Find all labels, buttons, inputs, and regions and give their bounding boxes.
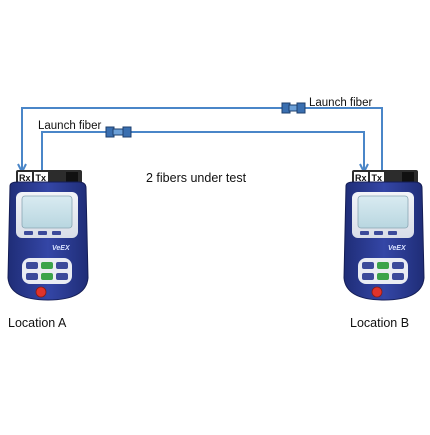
device-a-softkey-2 xyxy=(38,231,47,235)
left-fiber-label: Launch fiber xyxy=(38,120,101,132)
device-a-rx-label: Rx xyxy=(19,173,31,183)
device-b-key xyxy=(362,273,374,280)
device-b-softkey-3 xyxy=(388,231,397,235)
device-b-rx-box xyxy=(354,172,368,183)
device-b-softkey-2 xyxy=(374,231,383,235)
device-a-key-green xyxy=(41,262,53,269)
device-b-rx-label: Rx xyxy=(355,173,367,183)
center-label: 2 fibers under test xyxy=(146,171,247,185)
device-b-key-green xyxy=(377,273,389,280)
device-a-tx-label: Tx xyxy=(36,173,47,183)
device-a-key xyxy=(56,273,68,280)
device-b-key xyxy=(362,262,374,269)
device-b-brand: VeEX xyxy=(388,245,407,252)
device-b-keypad xyxy=(358,258,408,284)
device-b-extra-port xyxy=(402,172,414,183)
device-a-key xyxy=(56,262,68,269)
device-a-key xyxy=(26,262,38,269)
top-fiber-label: Launch fiber xyxy=(309,97,372,109)
device-b-tx-box xyxy=(370,172,384,183)
device-a-softkey-1 xyxy=(24,231,33,235)
device-b-tx-label: Tx xyxy=(372,173,383,183)
device-a-key-green xyxy=(41,273,53,280)
device-a-brand: VeEX xyxy=(52,245,71,252)
device-a-keypad xyxy=(22,258,72,284)
device-a-power-button xyxy=(35,286,47,298)
device-b: Rx Tx VeEX xyxy=(343,170,425,301)
left-fiber-connector xyxy=(105,126,132,138)
device-a-softkey-3 xyxy=(52,231,61,235)
inner-fiber-line xyxy=(41,131,365,172)
device-a-tx-box xyxy=(34,172,48,183)
device-b-key xyxy=(392,262,404,269)
location-a-label: Location A xyxy=(8,316,67,330)
device-b-power-button xyxy=(371,286,383,298)
device-b-key-green xyxy=(377,262,389,269)
top-fiber-connector xyxy=(281,102,306,114)
outer-fiber-line xyxy=(21,107,383,172)
device-b-screen xyxy=(357,195,409,229)
device-a-key xyxy=(26,273,38,280)
location-b-label: Location B xyxy=(350,316,409,330)
device-a-screen xyxy=(21,195,73,229)
device-a: Rx Tx VeEX xyxy=(7,170,89,301)
device-b-key xyxy=(392,273,404,280)
device-a-extra-port xyxy=(66,172,78,183)
device-a-rx-box xyxy=(18,172,32,183)
device-b-softkey-1 xyxy=(360,231,369,235)
fiber-lines xyxy=(17,107,383,175)
